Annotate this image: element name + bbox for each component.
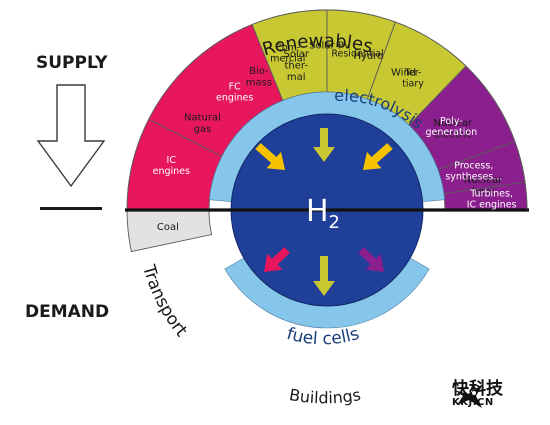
bird-logo-icon bbox=[454, 384, 483, 408]
industry-label: Industry bbox=[472, 250, 519, 320]
arrow-out-left bbox=[264, 247, 290, 272]
transport-label: Transport bbox=[138, 262, 191, 341]
watermark: 快科技 KKJ.CN bbox=[452, 381, 503, 408]
arrow-in-right bbox=[363, 143, 393, 170]
sector-label-commercial: Com-mercial bbox=[270, 43, 305, 65]
sector-label-turbines: Turbines,IC engines bbox=[467, 188, 517, 210]
demand-label: DEMAND bbox=[25, 302, 110, 322]
supply-demand-divider bbox=[40, 207, 102, 210]
buildings-label: Buildings bbox=[288, 385, 362, 407]
arrow-in-left bbox=[255, 143, 285, 170]
sector-coal bbox=[126, 209, 213, 253]
sector-label-process: Process,syntheses... bbox=[445, 161, 502, 183]
sector-label-solar-pv: Solar PV bbox=[309, 41, 351, 52]
supply-label: SUPPLY bbox=[36, 53, 108, 73]
sector-label-wind: Wind bbox=[391, 67, 416, 78]
arrow-out-right bbox=[358, 247, 384, 272]
supply-down-arrow bbox=[36, 84, 106, 188]
sector-label-residential: Residential bbox=[331, 48, 383, 59]
arrow-in-center bbox=[313, 128, 335, 162]
center-h2-label: H2 bbox=[306, 194, 340, 233]
sector-label-hydro: Hydro bbox=[354, 51, 384, 62]
sector-label-tertiary: Ter-tiary bbox=[402, 67, 424, 89]
sector-label-polygeneration: Poly-generation bbox=[426, 116, 478, 138]
sector-label-biomass: Bio-mass bbox=[246, 66, 272, 89]
watermark-en: KKJ.CN bbox=[452, 397, 494, 408]
wheel-layer bbox=[125, 9, 529, 329]
sector-label-coal: Coal bbox=[157, 222, 179, 233]
arrow-out-center bbox=[313, 256, 335, 296]
